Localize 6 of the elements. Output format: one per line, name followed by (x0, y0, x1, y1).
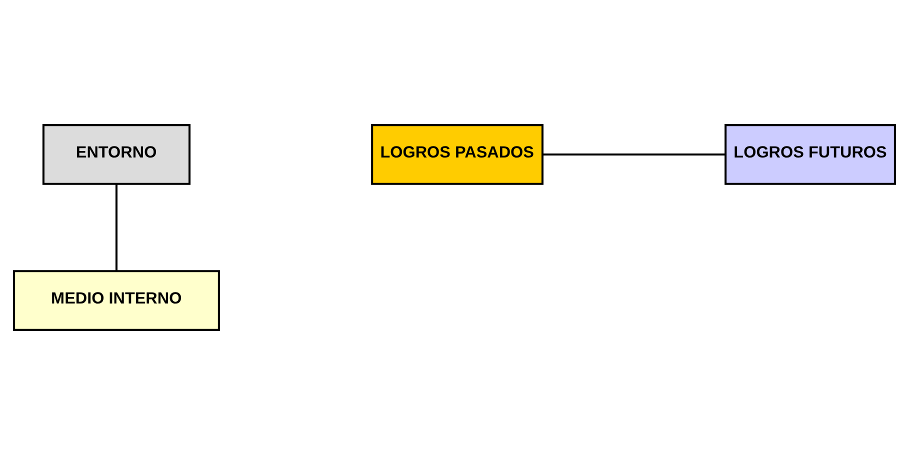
node-box: LOGROS FUTUROS (724, 124, 896, 184)
node-box: MEDIO INTERNO (13, 270, 220, 330)
connector (542, 152, 726, 155)
node-box: ENTORNO (42, 124, 191, 184)
connector (115, 183, 118, 270)
node-box: LOGROS PASADOS (371, 124, 544, 184)
